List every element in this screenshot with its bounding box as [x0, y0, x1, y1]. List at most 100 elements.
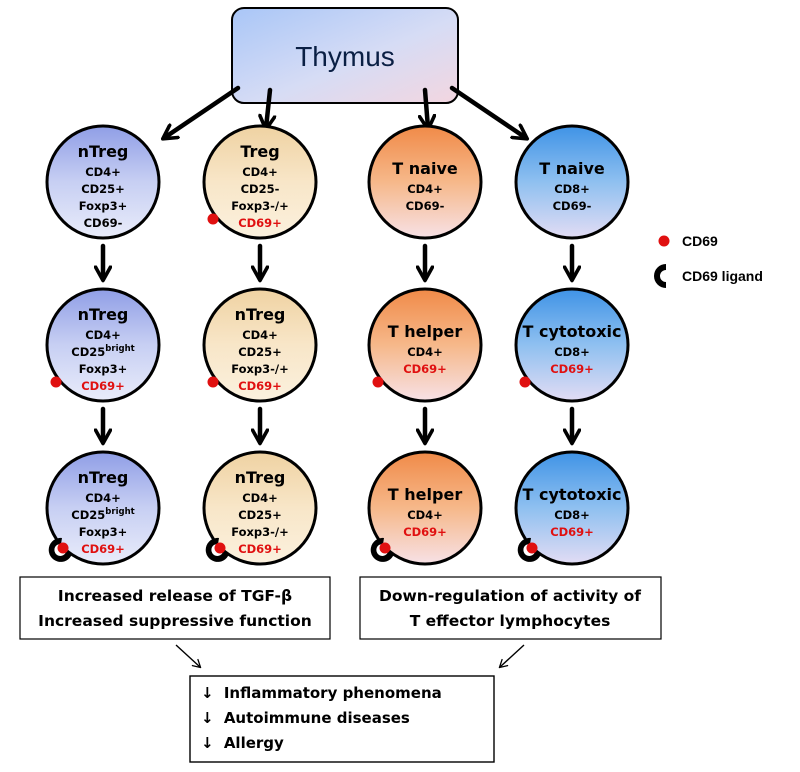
marker-label: CD4+ [242, 328, 278, 342]
cd69-positive-label: CD69+ [238, 542, 282, 556]
cell-title: nTreg [78, 142, 129, 161]
cell-title: Treg [240, 142, 279, 161]
cell-body [202, 450, 318, 566]
cd69-positive-label: CD69+ [550, 362, 594, 376]
cell-title: T naive [392, 159, 458, 178]
marker-label: CD69- [84, 216, 123, 230]
cell-body [514, 287, 630, 403]
legend-cd69-dot [658, 235, 670, 247]
effect-right-line-2: T effector lymphocytes [410, 612, 611, 630]
legend-cd69-label: CD69 [682, 233, 718, 249]
thymus-arrows [164, 85, 526, 138]
marker-label: CD4+ [242, 165, 278, 179]
marker-text: CD8+ [554, 182, 590, 196]
legend-ligand-label: CD69 ligand [682, 268, 763, 284]
marker-label: CD25bright [71, 507, 134, 522]
marker-text: CD4+ [85, 491, 121, 505]
cell-body [45, 124, 161, 240]
marker-text: CD25- [241, 182, 280, 196]
marker-text: CD4+ [85, 328, 121, 342]
marker-text: CD4+ [407, 508, 443, 522]
effect-box-left: Increased release of TGF-β Increased sup… [19, 576, 331, 640]
down-arrow-icon: ↓ [201, 684, 214, 702]
cd69-ligand-icon [205, 537, 229, 562]
marker-label: Foxp3+ [79, 525, 128, 539]
marker-text: CD69- [553, 199, 592, 213]
cd69-marker-dot [379, 542, 391, 554]
marker-label: CD4+ [85, 165, 121, 179]
cell-title: T cytotoxic [523, 485, 622, 504]
cd69-positive-label: CD69+ [81, 542, 125, 556]
marker-text: CD69+ [403, 525, 447, 539]
cells-layer: nTregCD4+CD25+Foxp3+CD69-nTregCD4+CD25br… [45, 124, 630, 566]
cell-body [45, 450, 161, 566]
marker-text: Foxp3+ [79, 362, 128, 376]
marker-text: CD4+ [242, 328, 278, 342]
down-arrow-icon: ↓ [201, 734, 214, 752]
cd69-marker-dot [57, 542, 69, 554]
marker-label: CD8+ [554, 508, 590, 522]
marker-label: Foxp3+ [79, 362, 128, 376]
marker-text: CD4+ [407, 345, 443, 359]
marker-text: CD25+ [238, 508, 282, 522]
effect-left-line-2: Increased suppressive function [38, 612, 312, 630]
marker-label: CD25+ [238, 508, 282, 522]
cd69-ligand-icon [48, 537, 72, 562]
cell-body [202, 124, 318, 240]
marker-text: CD69+ [550, 362, 594, 376]
marker-text: Foxp3+ [79, 525, 128, 539]
cell-title: T cytotoxic [523, 322, 622, 341]
cd69-marker-dot [50, 376, 62, 388]
effect-left-line-1: Increased release of TGF-β [58, 587, 292, 605]
cell-body [514, 124, 630, 240]
thymus-box: Thymus [231, 7, 459, 104]
marker-text: CD25+ [238, 345, 282, 359]
thymus-label: Thymus [295, 41, 395, 72]
cell-title: T naive [539, 159, 605, 178]
marker-text: CD69+ [238, 379, 282, 393]
marker-text: CD4+ [242, 491, 278, 505]
marker-text: CD69+ [238, 216, 282, 230]
marker-text: CD25+ [81, 182, 125, 196]
marker-label: Foxp3+ [79, 199, 128, 213]
cd69-positive-label: CD69+ [403, 362, 447, 376]
marker-superscript: bright [105, 507, 134, 517]
marker-label: CD4+ [407, 182, 443, 196]
marker-label: CD8+ [554, 182, 590, 196]
marker-text: CD4+ [242, 165, 278, 179]
arrow-thymus-to-tnaive-cd4 [425, 87, 428, 128]
marker-text: CD69+ [550, 525, 594, 539]
outcome-label: Allergy [224, 734, 284, 752]
marker-text: CD4+ [407, 182, 443, 196]
arrow-right-to-outcomes [498, 644, 525, 669]
cell-body [367, 287, 483, 403]
cd69-positive-label: CD69+ [550, 525, 594, 539]
marker-text: Foxp3+ [79, 199, 128, 213]
legend-ligand-icon [654, 264, 666, 288]
marker-text: CD69- [84, 216, 123, 230]
effect-right-line-1: Down-regulation of activity of [379, 587, 641, 605]
arrow-thymus-to-ntreg [164, 85, 241, 138]
marker-label: CD25+ [238, 345, 282, 359]
cell-title: nTreg [235, 468, 286, 487]
marker-label: CD4+ [407, 345, 443, 359]
marker-text: CD69- [406, 199, 445, 213]
marker-text: CD4+ [85, 165, 121, 179]
outcomes-box: ↓ Inflammatory phenomena ↓ Autoimmune di… [189, 675, 495, 763]
marker-label: Foxp3-/+ [231, 525, 289, 539]
marker-text: CD69+ [403, 362, 447, 376]
cell-body [367, 124, 483, 240]
cd69-marker-dot [207, 376, 219, 388]
legend: CD69 CD69 ligand [654, 233, 763, 288]
cd69-ligand-icon [517, 537, 541, 562]
marker-label: CD25- [241, 182, 280, 196]
